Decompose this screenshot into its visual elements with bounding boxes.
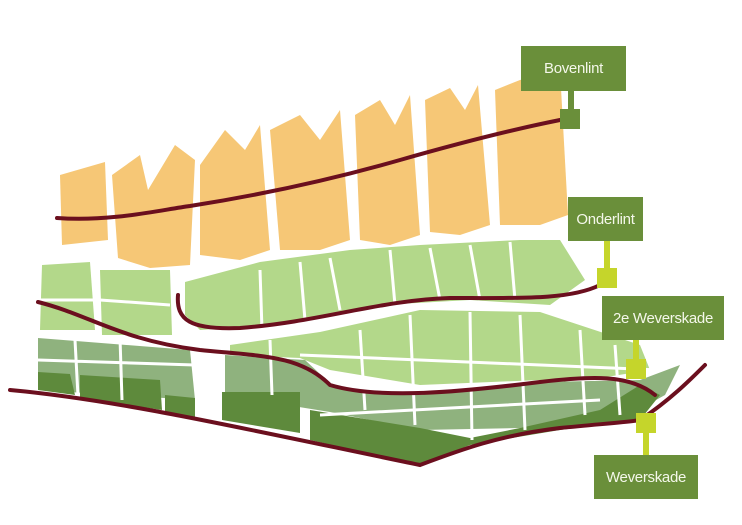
road-bovenlint [55, 118, 562, 221]
road-onderlint [175, 283, 602, 331]
label-2e-weverskade[interactable]: 2e Weverskade [602, 296, 724, 340]
street-grid [37, 241, 661, 441]
label-onderlint[interactable]: Onderlint [568, 197, 643, 241]
label-bovenlint[interactable]: Bovenlint [521, 46, 626, 91]
onderlint-marker [597, 268, 617, 288]
2e-weverskade-marker [626, 359, 646, 379]
zone-bovenlint-area [60, 70, 568, 268]
weverskade-marker [636, 413, 656, 433]
onderlint-connector [604, 241, 610, 269]
roads [8, 118, 707, 468]
zone-weverskade-area [38, 372, 660, 465]
weverskade-connector [643, 433, 649, 455]
label-weverskade[interactable]: Weverskade [594, 455, 698, 499]
2e-weverskade-connector [633, 340, 639, 360]
bovenlint-connector [568, 91, 574, 111]
road-2e-weverskade [36, 300, 657, 397]
bovenlint-marker [560, 109, 580, 129]
